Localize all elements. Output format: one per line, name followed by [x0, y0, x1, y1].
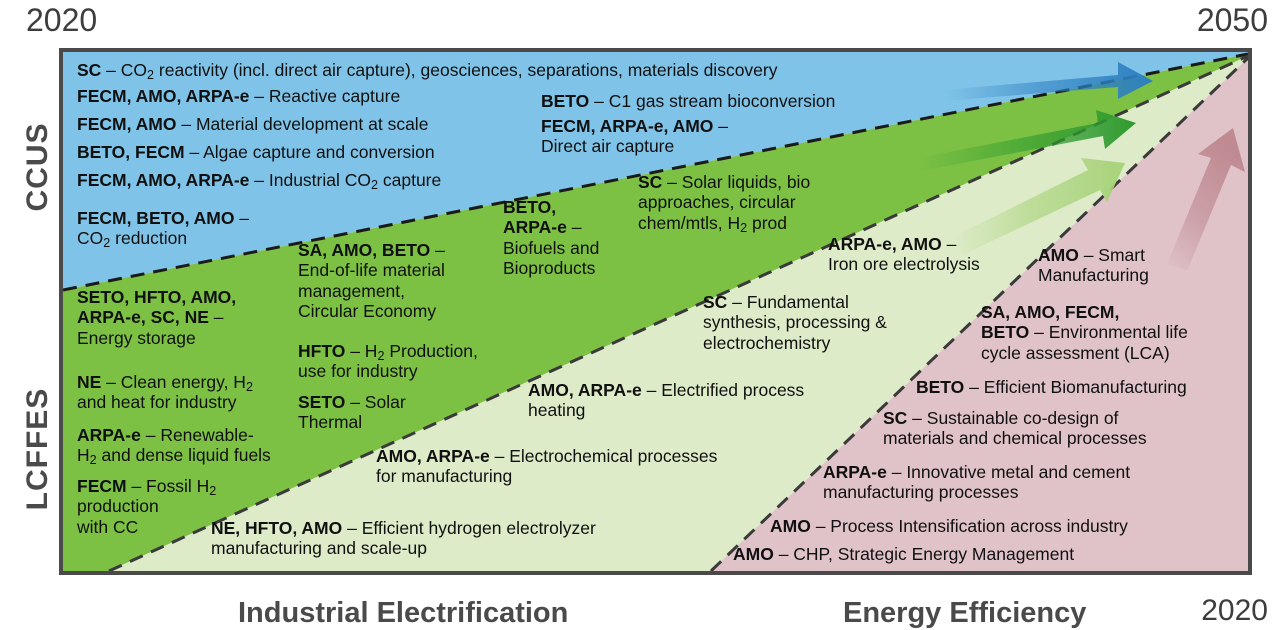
entry-reactive-capture: FECM, AMO, ARPA-e – Reactive capture [77, 86, 401, 106]
entry-material-development: FECM, AMO – Material development at scal… [77, 114, 429, 134]
entry-h2-production-industry: HFTO – H2 Production,use for industry [298, 341, 478, 382]
plot-area: SC – CO2 reactivity (incl. direct air ca… [59, 48, 1252, 575]
green-arrow [918, 110, 1136, 171]
entry-algae-capture: BETO, FECM – Algae capture and conversio… [77, 142, 435, 162]
bands-svg [63, 52, 1248, 571]
entry-labels-layer: SC – CO2 reactivity (incl. direct air ca… [63, 52, 1248, 571]
divider-blue-green [63, 52, 1248, 292]
entry-iron-ore-electrolysis: ARPA-e, AMO –Iron ore electrolysis [828, 234, 980, 275]
y-axis-label-lcffes: LCFFES [21, 387, 54, 511]
entry-hydrogen-electrolyzer: NE, HFTO, AMO – Efficient hydrogen elect… [211, 518, 596, 559]
entry-industrial-co2-capture: FECM, AMO, ARPA-e – Industrial CO2 captu… [77, 170, 442, 192]
x-axis-label-industrial-electrification: Industrial Electrification [238, 597, 569, 629]
band-green [63, 54, 1248, 571]
entry-direct-air-capture: FECM, ARPA-e, AMO –Direct air capture [541, 116, 729, 157]
year-bottom-right-label: 2020 [1201, 594, 1268, 627]
divider-palegreen-pink [709, 56, 1248, 571]
year-start-label: 2020 [26, 2, 98, 38]
entry-co2-reduction: FECM, BETO, AMO –CO2 reduction [77, 208, 250, 251]
entry-c1-gas-bioconversion: BETO – C1 gas stream bioconversion [541, 91, 836, 111]
ccus-arrow [943, 62, 1153, 101]
entry-efficient-biomanufacturing: BETO – Efficient Biomanufacturing [916, 377, 1187, 397]
entry-energy-storage: SETO, HFTO, AMO,ARPA-e, SC, NE –Energy s… [77, 287, 237, 348]
entry-process-intensification: AMO – Process Intensification across ind… [770, 516, 1128, 536]
year-end-label: 2050 [1196, 2, 1268, 38]
y-axis-label-ccus: CCUS [21, 122, 54, 212]
entry-renewable-h2-fuels: ARPA-e – Renewable-H2 and dense liquid f… [77, 425, 271, 468]
x-axis-label-energy-efficiency: Energy Efficiency [843, 597, 1087, 629]
entry-sc-co2-reactivity: SC – CO2 reactivity (incl. direct air ca… [77, 60, 778, 82]
pale-green-arrow [953, 158, 1125, 255]
entry-chp-strategic-energy: AMO – CHP, Strategic Energy Management [733, 544, 1075, 564]
pink-arrow [1167, 128, 1245, 271]
